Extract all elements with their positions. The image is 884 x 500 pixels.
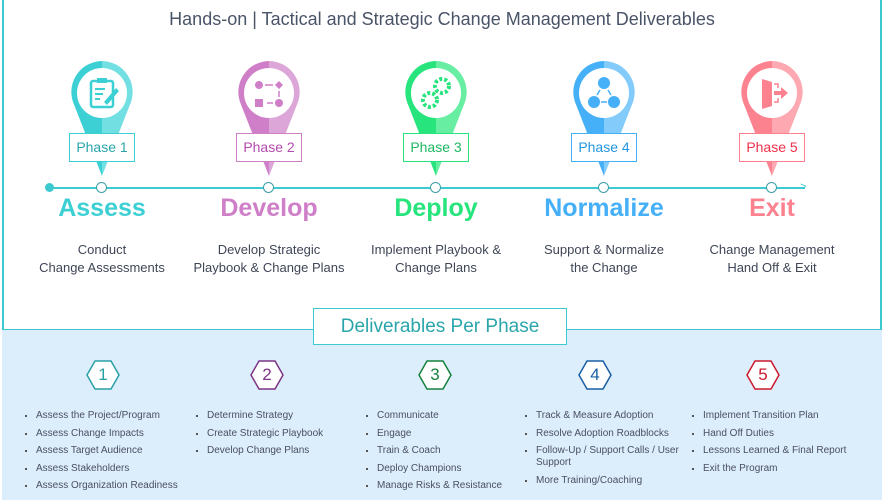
deliverable-item: Assess the Project/Program [25,410,193,422]
phase-5-timeline-dot [766,182,777,193]
deliverable-item: Train & Coach [366,445,534,457]
phase-number: 5 [758,365,768,384]
description-line: Develop Strategic [217,242,321,257]
deliverable-item: Assess Target Audience [25,445,193,457]
deliverable-item: Assess Stakeholders [25,463,193,475]
timeline-start-dot [45,183,54,192]
phase-5-number-hexagon: 5 [746,360,780,390]
timeline-line [49,187,805,189]
deliverable-item: Determine Strategy [196,410,364,422]
description-line: Change Plans [395,260,477,275]
description-line: Playbook & Change Plans [193,260,345,275]
phase-number: 3 [430,365,440,384]
exit-door-icon [762,79,788,109]
phase-4-number-hexagon: 4 [578,360,612,390]
network-users-icon [588,77,620,108]
description-line: Conduct [77,242,127,257]
deliverable-item: Manage Risks & Resistance [366,480,534,492]
left-border [2,0,4,500]
phase-2-name: Develop [220,194,318,222]
phase-3-label: Phase 3 [403,133,469,162]
deliverable-item: More Training/Coaching [525,475,693,487]
phase-4-timeline-dot [598,182,609,193]
phase-5-name: Exit [749,194,795,222]
page-title: Hands-on | Tactical and Strategic Change… [169,9,715,29]
phase-4-description: Support & Normalize the Change [519,241,689,277]
deliverable-item: Assess Organization Readiness [25,480,193,492]
phase-2-number-hexagon: 2 [250,360,284,390]
deliverable-item: Deploy Champions [366,463,534,475]
gears-icon [421,77,451,109]
deliverable-item: Implement Transition Plan [692,410,860,422]
deliverable-item: Exit the Program [692,463,860,475]
deliverable-item: Develop Change Plans [196,445,364,457]
phase-number: 4 [590,365,600,384]
description-line: Hand Off & Exit [727,260,817,275]
phase-1-name: Assess [58,194,146,222]
phase-1-number-hexagon: 1 [86,360,120,390]
phase-4-name: Normalize [544,194,664,222]
phase-1-timeline-dot [96,182,107,193]
phase-number: 1 [98,365,108,384]
deliverable-item: Communicate [366,410,534,422]
description-line: Implement Playbook & [370,242,502,257]
deliverable-item: Create Strategic Playbook [196,428,364,440]
phase-2-timeline-dot [263,182,274,193]
deliverable-item: Track & Measure Adoption [525,410,693,422]
deliverable-item: Follow-Up / Support Calls / User Support [525,445,693,469]
phase-3-description: Implement Playbook & Change Plans [351,241,521,277]
process-flow-icon [255,81,283,107]
clipboard-icon [89,78,119,109]
description-line: Change Management [709,242,835,257]
right-border [880,0,882,500]
deliverable-item: Resolve Adoption Roadblocks [525,428,693,440]
description-line: Change Assessments [39,260,165,275]
phase-3-number-hexagon: 3 [418,360,452,390]
deliverable-item: Lessons Learned & Final Report [692,445,860,457]
deliverable-item: Engage [366,428,534,440]
timeline-arrow-icon: > [800,181,807,193]
phase-2-label: Phase 2 [236,133,302,162]
phase-number: 2 [262,365,272,384]
phase-5-label: Phase 5 [739,133,805,162]
deliverable-item: Assess Change Impacts [25,428,193,440]
description-line: the Change [570,260,638,275]
phase-4-label: Phase 4 [571,133,637,162]
description-line: Support & Normalize [544,242,664,257]
deliverables-title: Deliverables Per Phase [313,308,567,345]
phase-3-name: Deploy [394,194,478,222]
deliverable-item: Hand Off Duties [692,428,860,440]
phase-3-timeline-dot [430,182,441,193]
phase-1-label: Phase 1 [69,133,135,162]
